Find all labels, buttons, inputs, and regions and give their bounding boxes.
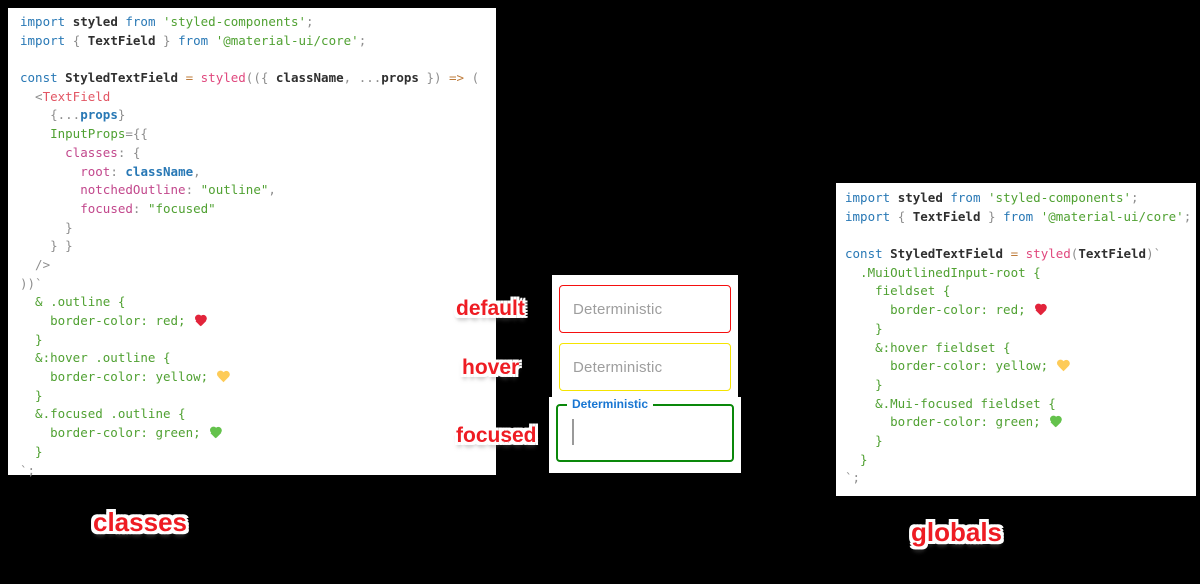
textfield-focused[interactable]: Deterministic (556, 397, 734, 462)
code-line (845, 226, 1196, 245)
code-line: <TextField (20, 88, 111, 104)
code-line: import { TextField } from '@material-ui/… (845, 208, 1192, 224)
textfield-notch-label: Deterministic (567, 397, 654, 411)
code-line: } (20, 387, 43, 403)
code-line: .MuiOutlinedInput-root { (845, 264, 1041, 280)
code-line: {...props} (20, 107, 126, 123)
code-line: `; (20, 462, 36, 478)
code-line: border-color: green; (20, 424, 496, 443)
code-line: border-color: red; (845, 301, 1196, 320)
title-globals: globals (911, 517, 1003, 547)
code-line: } (20, 331, 43, 347)
textfield-demo-panel-top: Deterministic Deterministic (552, 275, 738, 397)
code-panel-classes: import styled from 'styled-components'; i… (8, 8, 496, 478)
code-line: const StyledTextField = styled(({ classN… (20, 70, 480, 86)
code-line: border-color: red; (20, 312, 496, 331)
code-line: } (20, 443, 43, 459)
heart-yellow-icon (217, 371, 230, 383)
code-line: } (845, 320, 883, 336)
textfield-placeholder: Deterministic (573, 300, 663, 318)
code-line: classes: { (65, 144, 141, 160)
code-line: ))` (20, 275, 43, 291)
heart-green-icon (209, 427, 222, 439)
code-line: } (845, 376, 883, 392)
textfield-default[interactable]: Deterministic (559, 285, 731, 333)
code-line: border-color: yellow; (845, 357, 1196, 376)
code-line: } (845, 451, 868, 467)
code-line: import { TextField } from '@material-ui/… (20, 32, 367, 48)
code-line: fieldset { (845, 283, 951, 299)
code-line: InputProps={{ (50, 126, 148, 142)
code-line: notchedOutline: "outline", (80, 182, 276, 198)
code-line: } (845, 432, 883, 448)
heart-green-icon (1049, 416, 1062, 428)
code-line (20, 50, 496, 69)
state-label-hover: hover (462, 356, 520, 379)
code-line: border-color: yellow; (20, 368, 496, 387)
code-line: &:hover fieldset { (845, 339, 1011, 355)
code-line: const StyledTextField = styled(TextField… (845, 246, 1162, 262)
state-label-focused: focused (456, 424, 537, 447)
code-line: /> (20, 256, 51, 272)
textfield-demo-panel-bottom: Deterministic (549, 397, 741, 473)
code-line: } } (20, 238, 73, 254)
code-line: &.Mui-focused fieldset { (845, 395, 1056, 411)
code-line: &:hover .outline { (20, 350, 171, 366)
code-line: &.focused .outline { (20, 406, 186, 422)
textfield-hover[interactable]: Deterministic (559, 343, 731, 391)
code-line: root: className, (80, 163, 201, 179)
code-line: `; (845, 470, 861, 486)
code-line: } (20, 219, 73, 235)
code-line: & .outline { (20, 294, 126, 310)
code-line: border-color: green; (845, 413, 1196, 432)
textfield-placeholder: Deterministic (573, 358, 663, 376)
code-line: focused: "focused" (80, 200, 216, 216)
heart-red-icon (1034, 304, 1047, 316)
title-classes: classes (93, 507, 187, 537)
code-line: import styled from 'styled-components'; (845, 190, 1139, 205)
state-label-default: default (456, 297, 525, 320)
text-cursor (572, 419, 574, 445)
code-line: import styled from 'styled-components'; (20, 14, 314, 29)
code-panel-globals: import styled from 'styled-components'; i… (836, 183, 1196, 496)
heart-yellow-icon (1057, 360, 1070, 372)
heart-red-icon (194, 315, 207, 327)
